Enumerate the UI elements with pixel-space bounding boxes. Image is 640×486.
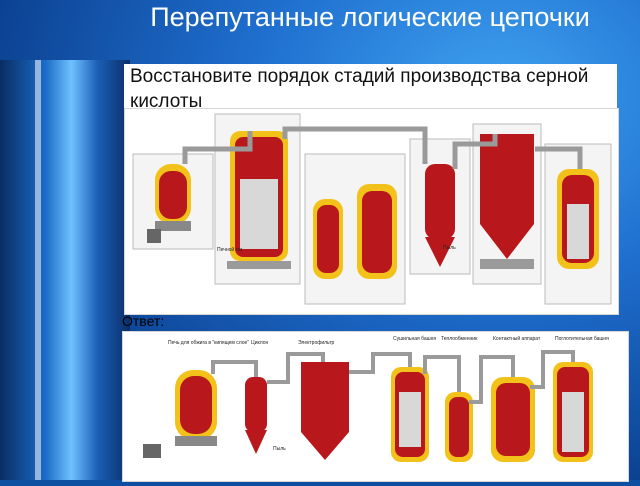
label-contact-apparatus: Контактный аппарат: [493, 335, 541, 342]
top-label-gas: Печной газ: [217, 246, 243, 253]
label-cyclone: Циклон: [251, 340, 268, 346]
exchanger-unit: [304, 153, 406, 305]
answer-diagram-svg: Печь для обжига в "кипящем слое" Циклон …: [143, 335, 609, 462]
task-text: Восстановите порядок стадий производства…: [130, 66, 589, 112]
label-drying-tower: Сушильная башня: [393, 336, 436, 342]
top-label-dust: Пыль: [443, 245, 456, 251]
slide-title: Перепутанные логические цепочки: [150, 2, 590, 32]
answer-label: Ответ:: [122, 313, 165, 329]
label-furnace: Печь для обжига в "кипящем слое": [168, 340, 249, 346]
absorber-unit: [544, 143, 612, 305]
label-dust: Пыль: [273, 446, 286, 452]
label-electrofilter: Электрофильтр: [298, 340, 335, 346]
scrambled-diagram: Печной газ Пыль: [124, 108, 619, 315]
tower-unit: Печной газ: [214, 113, 301, 285]
answer-diagram: Печь для обжига в "кипящем слое" Циклон …: [122, 331, 629, 482]
electrofilter-unit: [472, 123, 542, 285]
task-box: Восстановите порядок стадий производства…: [124, 64, 617, 112]
cyclone-unit: Пыль: [409, 138, 471, 275]
label-absorption-tower: Поглотительная башня: [555, 336, 609, 342]
flask-photo: [0, 60, 130, 480]
furnace-unit: [132, 153, 214, 250]
scrambled-diagram-svg: Печной газ Пыль: [132, 113, 612, 305]
label-heat-exchanger: Теплообменник: [441, 336, 478, 342]
